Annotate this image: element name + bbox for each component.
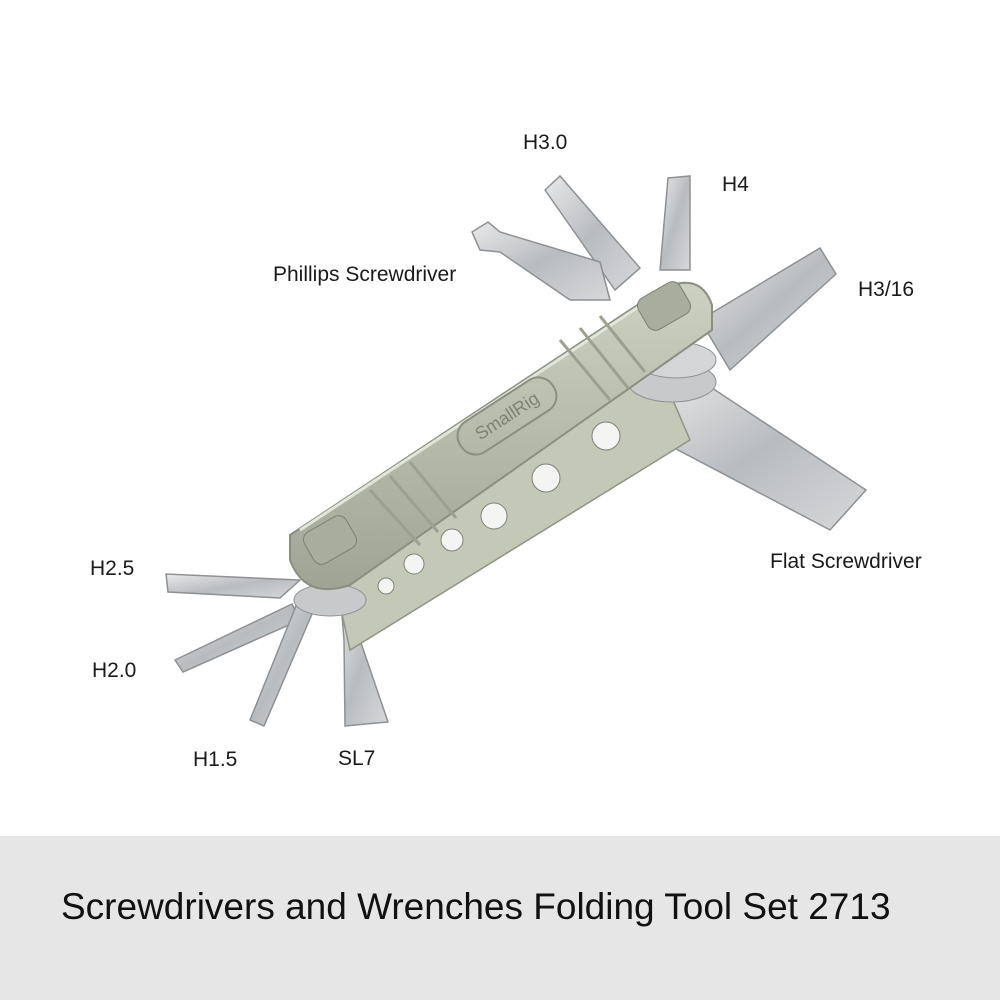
label-h25: H2.5 [90,557,135,580]
bit-h30 [544,174,642,292]
label-phillips: Phillips Screwdriver [273,263,457,286]
handle [289,281,713,591]
bit-h4 [659,175,691,271]
multitool-image: SmallRig [165,174,868,727]
label-h15: H1.5 [193,748,238,771]
label-flat: Flat Screwdriver [770,550,922,573]
label-sl7: SL7 [338,747,376,770]
label-h4: H4 [722,173,749,196]
label-h30: H3.0 [523,131,568,154]
product-title: Screwdrivers and Wrenches Folding Tool S… [61,886,891,927]
label-h20: H2.0 [92,659,137,682]
title-banner [0,836,1000,1000]
bit-h25 [165,573,302,599]
label-h316: H3/16 [858,278,915,301]
bit-phillips [471,221,611,301]
bit-h316 [698,246,837,372]
